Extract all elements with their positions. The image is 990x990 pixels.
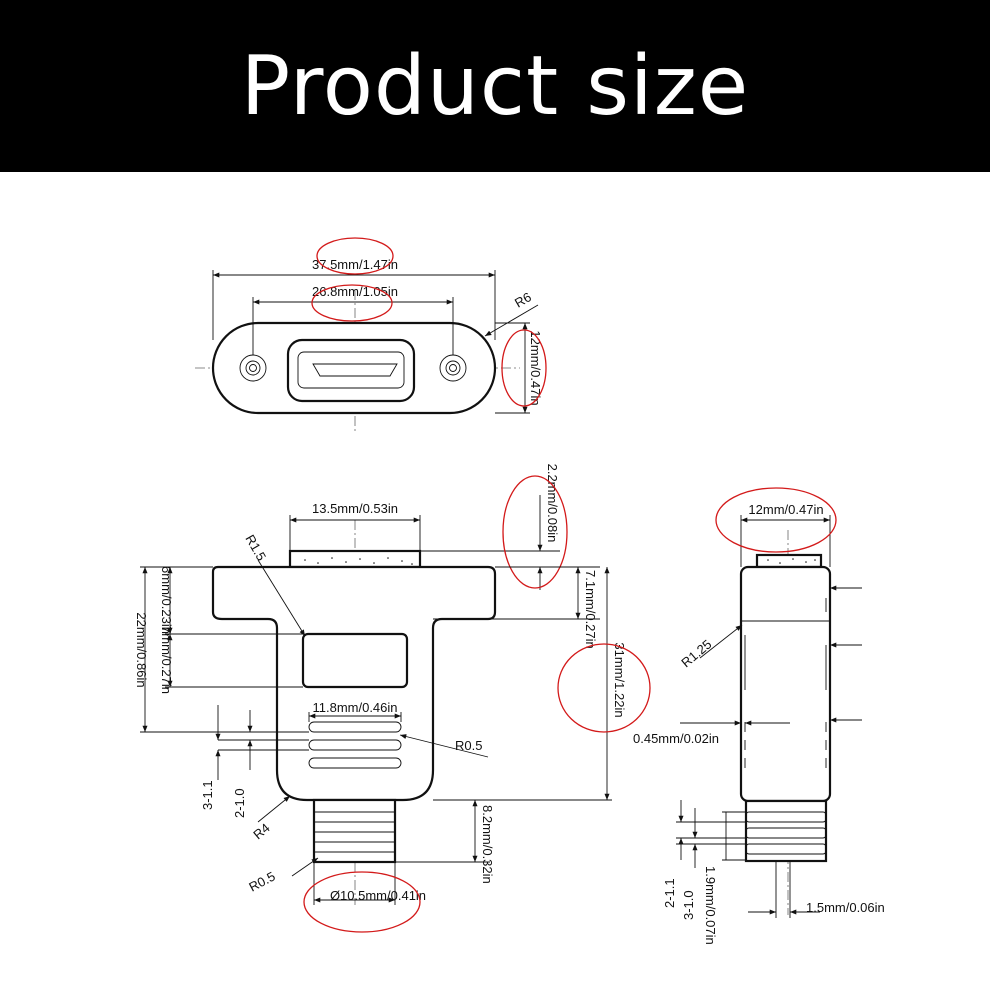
side-body [739,565,832,803]
banner-title: Product size [240,38,750,134]
side-thickness-label: 0.45mm/0.02in [633,731,719,746]
highlight-circle [303,871,421,933]
side-socket-lip [755,553,823,569]
side-rib-depth-label: 1.5mm/0.06in [806,900,885,915]
side-gap-b-label: 3-1.0 [681,890,696,920]
side-view: 12mm/0.47in R1.25 0.45mm/0.02in 2-1.1 3-… [633,487,885,945]
hdmi-socket [286,338,416,403]
radius-top-label: R1.5 [242,532,269,563]
flange-height-label: 6mm/0.23in [159,566,174,634]
front-slot [301,632,409,689]
vent-width-label: 11.8mm/0.46in [312,700,397,715]
body-height-label: 31mm/1.22in [612,642,627,717]
cable-boot [312,798,397,864]
radius-neck-label: R4 [250,820,272,842]
highlight-circle [311,284,393,322]
top-height-label: 12mm/0.47in [528,330,543,405]
overall-width-label: 37.5mm/1.47in [312,257,398,272]
gap-b-label: 2-1.0 [232,788,247,818]
side-gap-a-label: 2-1.1 [662,878,677,908]
cable-diameter-label: Ø10.5mm/0.41in [330,888,426,903]
radius-vent-label: R0.5 [455,738,482,753]
slot-height-label: 7mm/0.27in [159,626,174,694]
side-radius-label: R1.25 [678,637,714,671]
cable-length-label: 8.2mm/0.32in [480,805,495,884]
hole-spacing-label: 26.8mm/1.05in [312,284,398,299]
top-view: 37.5mm/1.47in 26.8mm/1.05in R6 12mm/0.47… [195,237,547,432]
highlight-circle [502,475,568,589]
total-upper-label: 22mm/0.86in [134,612,149,687]
side-cable-boot [744,799,828,863]
highlight-circle [501,329,547,407]
title-banner: Product size [0,0,990,172]
socket-width-label: 13.5mm/0.53in [312,501,398,516]
gap-a-label: 3-1.1 [200,780,215,810]
flange-label-height: 2.2mm/0.08in [545,464,560,543]
radius-cable-label: R0.5 [246,869,277,895]
side-step-label: 7.1mm/0.27in [583,570,598,649]
front-view: 2.2mm/0.08in 13.5mm/0.53in R1.5 6mm/0.23… [134,464,651,933]
highlight-circle [316,237,394,275]
highlight-circle [715,487,837,553]
corner-radius-label: R6 [512,289,534,310]
highlight-circle [557,643,651,733]
side-rib-pitch-label: 1.9mm/0.07in [703,866,718,945]
socket-lip [288,549,422,569]
side-width-label: 12mm/0.47in [748,502,823,517]
